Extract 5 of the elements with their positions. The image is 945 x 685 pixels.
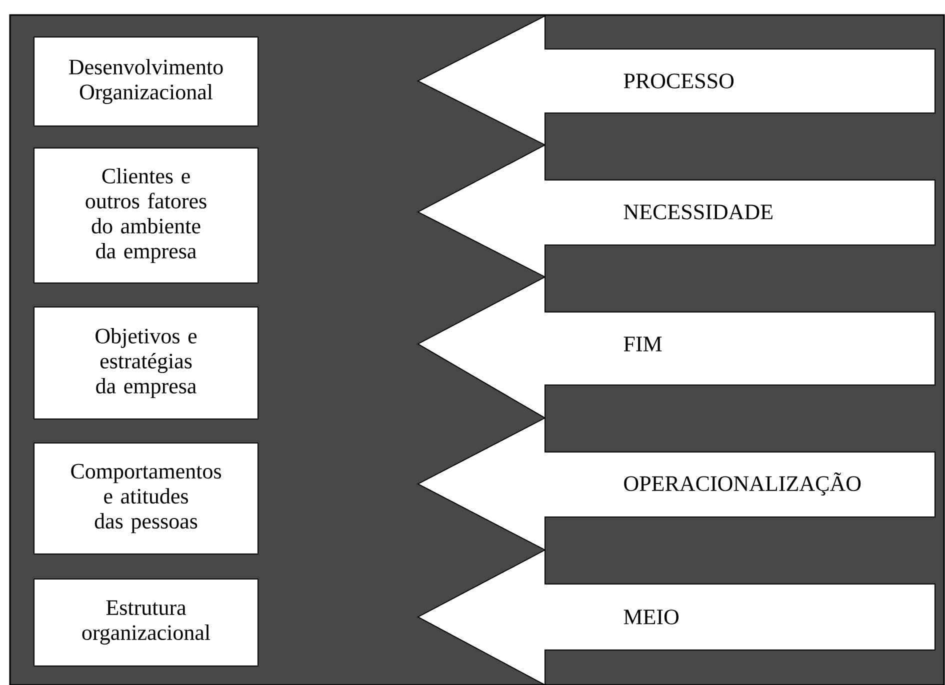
text-box: Comportamentos e atitudes das pessoas	[34, 442, 258, 554]
text-box: Clientes e outros fatores do ambiente da empresa	[34, 147, 258, 284]
text-box: Objetivos e estratégias da empresa	[34, 306, 258, 420]
text-box: Estrutura organizacional	[34, 578, 258, 666]
text-box: Desenvolvimento Organizacional	[34, 36, 258, 126]
